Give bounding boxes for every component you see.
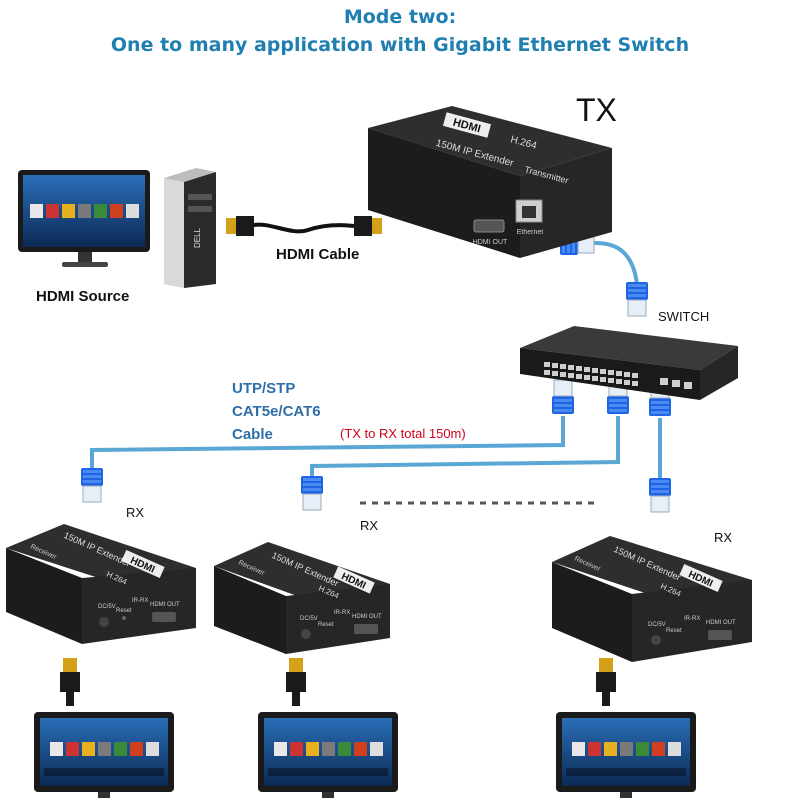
rj45-plug-rx3 xyxy=(648,477,672,513)
hdmi-plug-rx3 xyxy=(596,658,616,706)
rj45-plug-rx1 xyxy=(80,467,104,503)
pc-tower: DELL xyxy=(164,168,216,288)
rx1-port-ir: IR-RX xyxy=(132,598,148,604)
distance-label: (TX to RX total 150m) xyxy=(340,426,466,441)
title-line-2: One to many application with Gigabit Eth… xyxy=(110,34,690,56)
rj45-plug-switch-out-1 xyxy=(551,379,575,415)
rx2-port-reset: Reset xyxy=(318,622,334,628)
lan-cables xyxy=(90,240,662,480)
rx1-port-hdmi: HDMI OUT xyxy=(150,602,180,608)
display-monitor-1 xyxy=(34,712,174,798)
title-line-1: Mode two: xyxy=(343,6,457,28)
tx-port-lan-label: Ethernet xyxy=(517,229,544,236)
pc-brand-label: DELL xyxy=(193,227,202,248)
rj45-plug-switch-in xyxy=(625,281,649,317)
rx2-port-hdmi: HDMI OUT xyxy=(352,614,382,620)
tx-port-hdmi-label: HDMI OUT xyxy=(473,239,508,246)
switch-label: SWITCH xyxy=(658,309,710,324)
rx-label-2: RX xyxy=(360,518,379,533)
rx3-port-reset: Reset xyxy=(666,628,682,634)
switch-to-rx2-cable xyxy=(310,416,620,478)
cable-type-label-2: CAT5e/CAT6 xyxy=(232,403,321,420)
cable-type-label-3: Cable xyxy=(232,426,273,443)
display-monitor-3 xyxy=(556,712,696,798)
hdmi-cable xyxy=(226,216,382,236)
hdmi-source-label: HDMI Source xyxy=(36,288,130,305)
rj45-plug-rx2 xyxy=(300,475,324,511)
receiver-box-1: Receiver 150M IP Extender HDMI H.264 DC/… xyxy=(6,524,196,644)
rx2-port-ir: IR-RX xyxy=(334,610,350,616)
transmitter-box: HDMI H.264 150M IP Extender Transmitter … xyxy=(368,106,612,258)
hdmi-plug-rx2 xyxy=(286,658,306,706)
rx-label-3: RX xyxy=(714,530,733,545)
switch-to-rx1-cable xyxy=(90,416,565,470)
rx1-port-reset: Reset xyxy=(116,608,132,614)
receiver-box-2: Receiver 150M IP Extender HDMI H.264 DC/… xyxy=(214,542,390,654)
rx-label-1: RX xyxy=(126,505,145,520)
display-monitor-2 xyxy=(258,712,398,798)
source-monitor xyxy=(18,170,150,267)
rx2-port-dc: DC/5V xyxy=(300,616,318,622)
rx1-port-dc: DC/5V xyxy=(98,604,116,610)
rx3-port-hdmi: HDMI OUT xyxy=(706,620,736,626)
hdmi-plug-rx1 xyxy=(60,658,80,706)
cable-type-label-1: UTP/STP xyxy=(232,380,296,397)
rx3-port-dc: DC/5V xyxy=(648,622,666,628)
network-switch xyxy=(520,326,738,400)
rx3-port-ir: IR-RX xyxy=(684,616,700,622)
tx-label: TX xyxy=(576,92,617,128)
receiver-box-3: Receiver 150M IP Extender HDMI H.264 DC/… xyxy=(552,536,752,662)
hdmi-cable-label: HDMI Cable xyxy=(276,246,360,263)
